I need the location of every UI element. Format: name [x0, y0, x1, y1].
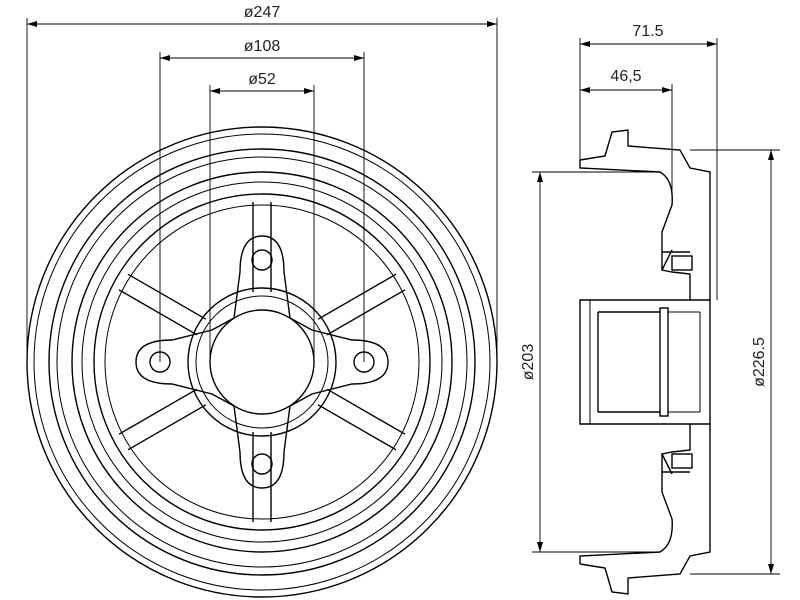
bearing-groove: [659, 307, 669, 417]
center-bore: [209, 309, 315, 415]
braking-surface-ring: [71, 171, 453, 553]
spoke-edge: [317, 273, 397, 320]
drum-profile-upper: [579, 129, 711, 300]
hub-flange: [135, 235, 389, 489]
side-view: [579, 129, 711, 595]
side-dimensions: 71.5 46,5 ø203 ø226.5: [520, 23, 780, 575]
stud-lower: [671, 453, 693, 469]
front-dimensions: ø247 ø108 ø52: [26, 4, 498, 362]
dim-outer-diameter: ø247: [244, 4, 281, 21]
spoke-edge: [317, 404, 397, 451]
hub-ring-outer: [187, 287, 337, 437]
dim-center-bore: ø52: [248, 71, 276, 88]
bolt-hole-bottom: [251, 453, 273, 475]
spoke-edge: [127, 404, 207, 451]
dim-inner-diameter: ø203: [520, 344, 537, 381]
bolt-hole-top: [251, 249, 273, 271]
stud-upper: [671, 255, 693, 271]
dim-partial-width: 46,5: [610, 68, 641, 85]
spoke-edge: [118, 388, 198, 435]
drum-outer-rim: [26, 126, 498, 598]
drum-profile-lower: [579, 424, 711, 595]
spokes: [118, 202, 406, 522]
dim-total-width: 71.5: [632, 23, 663, 40]
spoke-edge: [326, 289, 406, 336]
dim-bolt-circle: ø108: [244, 38, 281, 55]
front-view: [26, 126, 498, 598]
spoke-edge: [127, 273, 207, 320]
hub-barrel: [579, 299, 711, 425]
dim-outer-diameter-side: ø226.5: [751, 337, 768, 387]
spoke-edge: [326, 388, 406, 435]
spoke-edge: [118, 289, 198, 336]
